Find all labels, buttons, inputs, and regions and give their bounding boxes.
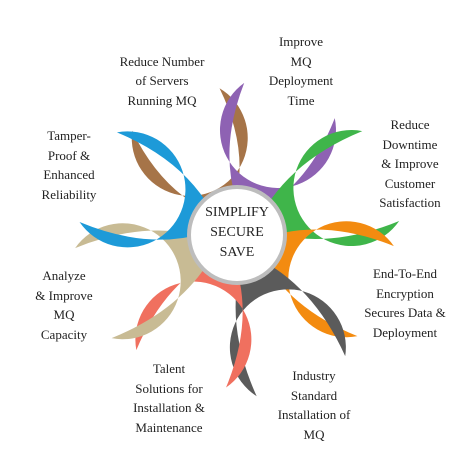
petal-label-deployment: Improve MQ Deployment Time — [268, 34, 334, 108]
petal-inner-deployment — [252, 22, 350, 120]
petal-inner-downtime — [361, 115, 459, 213]
petal-label-talent: Talent Solutions for Installation & Main… — [133, 361, 205, 435]
petal-label-downtime: Reduce Downtime & Improve Customer Satis… — [379, 117, 441, 211]
petal-label-industry: Industry Standard Installation of MQ — [277, 368, 351, 442]
petal-label-reliability: Tamper- Proof & Enhanced Reliability — [41, 128, 97, 202]
petal-inner-encryption — [356, 254, 454, 352]
petal-inner-reliability — [20, 116, 118, 214]
center-hub — [191, 189, 283, 281]
petal-inner-servers — [113, 32, 211, 130]
petal-label-capacity: Analyze & Improve MQ Capacity — [35, 268, 93, 342]
petal-inner-talent — [120, 349, 218, 447]
center-label: SIMPLIFY SECURE SAVE — [205, 204, 269, 261]
petal-inner-capacity — [15, 256, 113, 354]
petal-label-servers: Reduce Number of Servers Running MQ — [119, 53, 205, 108]
petal-inner-industry — [265, 356, 363, 454]
petal-label-encryption: End-To-End Encryption Secures Data & Dep… — [364, 266, 446, 340]
